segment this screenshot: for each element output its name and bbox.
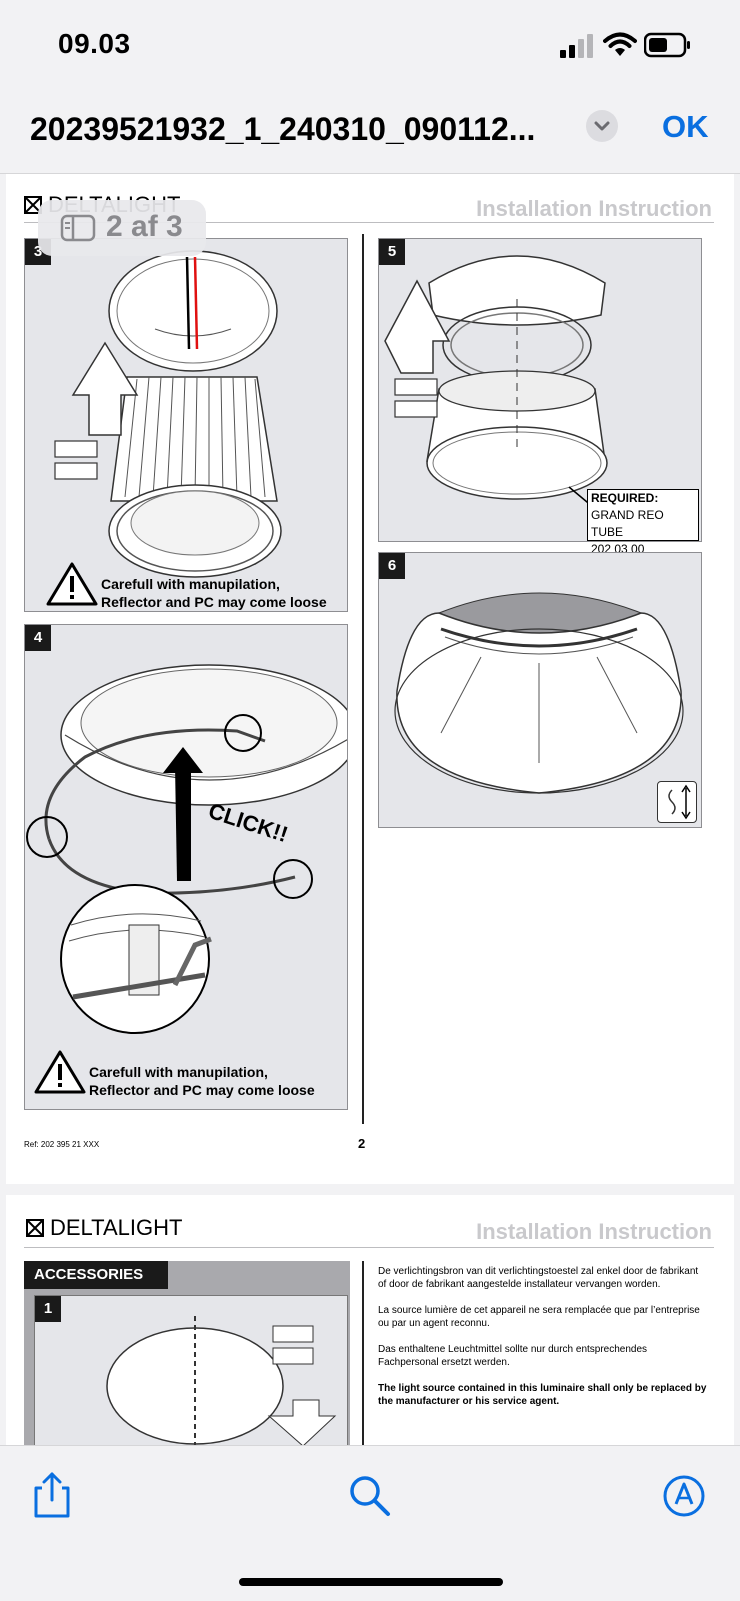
step-number: 4 [25, 625, 51, 651]
spring-adjust-icon [657, 781, 697, 823]
bottom-toolbar [0, 1445, 740, 1601]
accessories-label: ACCESSORIES [24, 1261, 168, 1289]
share-icon[interactable] [32, 1470, 72, 1518]
brand-logo-text: DELTALIGHT [50, 1215, 183, 1240]
column-divider [362, 234, 364, 1124]
wifi-icon [603, 32, 637, 56]
page-indicator-label: 2 af 3 [106, 210, 183, 243]
notice-en: The light source contained in this lumin… [378, 1383, 707, 1407]
accessories-panel: ACCESSORIES 1 [24, 1261, 350, 1445]
document-page-2: DELTALIGHT Installation Instruction 3 [6, 174, 734, 1184]
document-page-3: DELTALIGHT Installation Instruction ACCE… [6, 1195, 734, 1445]
step-number: 5 [379, 239, 405, 265]
signal-icon [560, 34, 593, 58]
column-divider [362, 1261, 364, 1445]
status-time: 09.03 [58, 28, 131, 59]
required-callout: REQUIRED: GRAND REO TUBE 202 03 00 [587, 489, 699, 556]
header-rule [24, 222, 714, 223]
notice-de: Das enthaltene Leuchtmittel sollte nur d… [378, 1344, 648, 1368]
navigation-bar: 20239521932_1_240310_090112... OK [0, 95, 740, 174]
notice-fr: La source lumière de cet appareil ne ser… [378, 1305, 700, 1329]
reference-number: Ref: 202 395 21 XXX [24, 1140, 100, 1149]
warning-text: Carefull with manupilation, Reflector an… [89, 1064, 315, 1098]
warning-icon [46, 562, 98, 606]
notice-nl: De verlichtingsbron van dit verlichtings… [378, 1266, 699, 1290]
chevron-down-icon [594, 121, 610, 131]
installed-reflector-illustration [394, 592, 684, 794]
search-icon[interactable] [348, 1474, 392, 1518]
page-number: 2 [358, 1136, 366, 1151]
home-indicator[interactable] [239, 1578, 503, 1586]
notice-text: De verlichtingsbron van dit verlichtings… [378, 1265, 708, 1421]
header-title: Installation Instruction [476, 196, 712, 221]
click-spring-illustration: CLICK!! [26, 664, 347, 1034]
page-indicator[interactable]: 2 af 3 [38, 200, 206, 256]
header-rule [24, 1247, 714, 1248]
step-number: 6 [379, 553, 405, 579]
reflector-tube-illustration [384, 255, 608, 508]
header-title: Installation Instruction [476, 1219, 712, 1244]
title-menu-button[interactable] [586, 110, 618, 142]
luminaire-module-illustration [54, 250, 282, 578]
step-panel-1: 1 [34, 1295, 348, 1445]
warning-text: Carefull with manupilation, Reflector an… [101, 576, 327, 610]
warning-icon [34, 1050, 86, 1094]
step-number: 1 [35, 1296, 61, 1322]
accessory-illustration [106, 1316, 337, 1445]
sidebar-icon [60, 214, 96, 242]
document-title: 20239521932_1_240310_090112... [30, 111, 536, 147]
status-bar: 09.03 [0, 0, 740, 95]
step-panel-4: 4 CLICK!! Carefull with manupilation, [24, 624, 348, 1110]
battery-icon [644, 32, 690, 58]
step-panel-6: 6 [378, 552, 702, 828]
ok-button[interactable]: OK [662, 109, 709, 144]
click-label: CLICK!! [205, 798, 291, 847]
step-panel-5: 5 REQUIRED: GRAND REO TUBE 202 03 00 [378, 238, 702, 556]
step-panel-3: 3 C [24, 238, 348, 612]
deltalight-logo-icon [26, 1219, 44, 1237]
markup-icon[interactable] [662, 1474, 706, 1518]
